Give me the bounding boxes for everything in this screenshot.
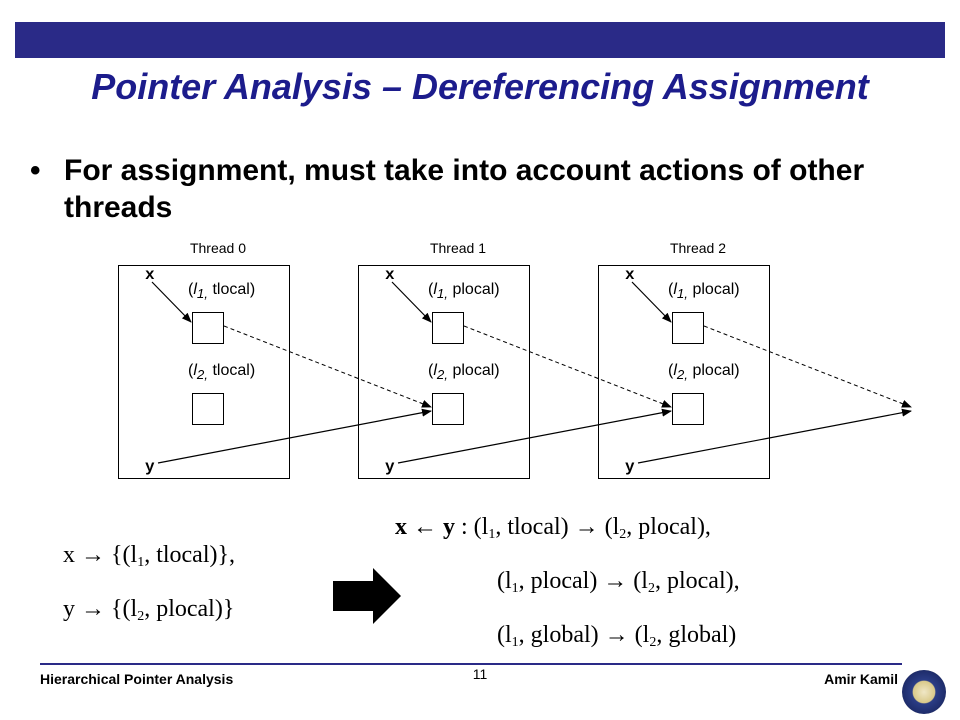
thread-1-loc2-cell xyxy=(432,393,464,425)
thread-0-y-var: y xyxy=(145,458,155,476)
thread-0-label: Thread 0 xyxy=(189,240,247,256)
thread-0-x-var: x xyxy=(145,266,155,284)
t1-l1-dashed-arrow xyxy=(463,325,672,408)
thread-2-loc1-cell xyxy=(672,312,704,344)
university-seal-logo xyxy=(902,670,946,714)
thread-0-loc2-cell xyxy=(192,393,224,425)
thread-1-label: Thread 1 xyxy=(429,240,487,256)
thread-1-x-var: x xyxy=(385,266,395,284)
thread-0-loc2-label: (l2, tlocal) xyxy=(188,362,256,383)
footer-rule xyxy=(40,663,902,665)
t1-y-arrow xyxy=(397,408,672,464)
thread-1-y-var: y xyxy=(385,458,395,476)
thread-1-loc1-cell xyxy=(432,312,464,344)
top-banner xyxy=(15,22,945,58)
assignment-rule-line-2: (l1, plocal) → (l2, plocal), xyxy=(497,568,740,596)
t2-l1-dashed-arrow xyxy=(703,325,912,408)
thread-0-box xyxy=(118,265,290,479)
t0-x-arrow xyxy=(151,281,192,323)
implication-arrow-icon xyxy=(333,568,401,624)
bullet-marker: • xyxy=(30,154,41,187)
thread-1-loc2-label: (l2, plocal) xyxy=(428,362,500,383)
thread-0-loc1-cell xyxy=(192,312,224,344)
t1-x-arrow xyxy=(391,281,432,323)
footer-left-title: Hierarchical Pointer Analysis xyxy=(40,671,234,687)
thread-2-loc2-label: (l2, plocal) xyxy=(668,362,740,383)
thread-1-box xyxy=(358,265,530,479)
page-number: 11 xyxy=(472,666,488,682)
thread-2-box xyxy=(598,265,770,479)
t0-y-arrow xyxy=(157,408,432,464)
thread-2-label: Thread 2 xyxy=(669,240,727,256)
t2-x-arrow xyxy=(631,281,672,323)
assignment-rule-line-1: x ← y : (l1, tlocal) → (l2, plocal), xyxy=(395,514,711,542)
assignment-rule-line-3: (l1, global) → (l2, global) xyxy=(497,622,737,650)
t2-y-arrow xyxy=(637,408,912,464)
y-points-to-set: y → {(l2, plocal)} xyxy=(63,596,235,624)
footer-author: Amir Kamil xyxy=(824,671,898,687)
slide-title: Pointer Analysis – Dereferencing Assignm… xyxy=(91,66,869,107)
thread-1-loc1-label: (l1, plocal) xyxy=(428,281,500,302)
thread-2-loc2-cell xyxy=(672,393,704,425)
bullet-text: For assignment, must take into account a… xyxy=(64,154,865,224)
t0-l1-dashed-arrow xyxy=(223,325,432,408)
thread-2-y-var: y xyxy=(625,458,635,476)
x-points-to-set: x → {(l1, tlocal)}, xyxy=(63,542,236,570)
thread-2-x-var: x xyxy=(625,266,635,284)
thread-2-loc1-label: (l1, plocal) xyxy=(668,281,740,302)
thread-0-loc1-label: (l1, tlocal) xyxy=(188,281,256,302)
